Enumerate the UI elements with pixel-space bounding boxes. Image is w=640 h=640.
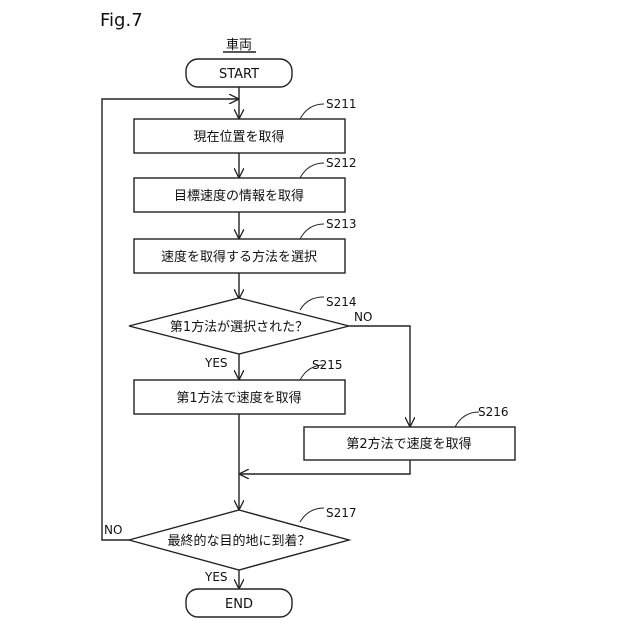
decision-s217-text: 最終的な目的地に到着？ (167, 533, 310, 549)
decision-s214-id: S214 (326, 295, 357, 309)
step-s211: 現在位置を取得 S211 (134, 97, 357, 153)
step-s212-leader (300, 163, 324, 178)
s217-no-label: NO (104, 523, 122, 537)
actor-label: 車両 (226, 38, 252, 53)
step-s211-id: S211 (326, 97, 357, 111)
s214-yes-label: YES (204, 356, 228, 370)
step-s212-text: 目標速度の情報を取得 (174, 188, 304, 204)
step-s211-leader (300, 104, 324, 119)
decision-s217-leader (300, 508, 324, 522)
step-s216-text: 第2方法で速度を取得 (346, 436, 471, 452)
decision-s217: 最終的な目的地に到着？ S217 (129, 506, 357, 570)
s217-yes-label: YES (204, 570, 228, 584)
arrow-s216-merge (240, 460, 410, 474)
figure-label: Fig.7 (100, 10, 143, 31)
start-terminator: START (186, 59, 292, 87)
decision-s214-text: 第1方法が選択された？ (170, 319, 308, 335)
s214-no-label: NO (354, 310, 372, 324)
step-s215-text: 第1方法で速度を取得 (176, 390, 301, 406)
start-label: START (219, 67, 259, 82)
decision-s214: 第1方法が選択された？ S214 (129, 295, 357, 354)
decision-s217-id: S217 (326, 506, 357, 520)
step-s213-leader (300, 224, 324, 239)
arrow-s214-no (349, 326, 410, 426)
step-s216-id: S216 (478, 405, 509, 419)
decision-s214-leader (300, 297, 324, 310)
step-s213-id: S213 (326, 217, 357, 231)
step-s215-id: S215 (312, 358, 343, 372)
end-label: END (225, 597, 253, 612)
step-s213: 速度を取得する方法を選択 S213 (134, 217, 357, 273)
step-s216-leader (455, 412, 479, 427)
end-terminator: END (186, 589, 292, 617)
step-s211-text: 現在位置を取得 (193, 129, 284, 145)
step-s213-text: 速度を取得する方法を選択 (161, 249, 317, 265)
step-s212: 目標速度の情報を取得 S212 (134, 156, 357, 212)
step-s212-id: S212 (326, 156, 357, 170)
